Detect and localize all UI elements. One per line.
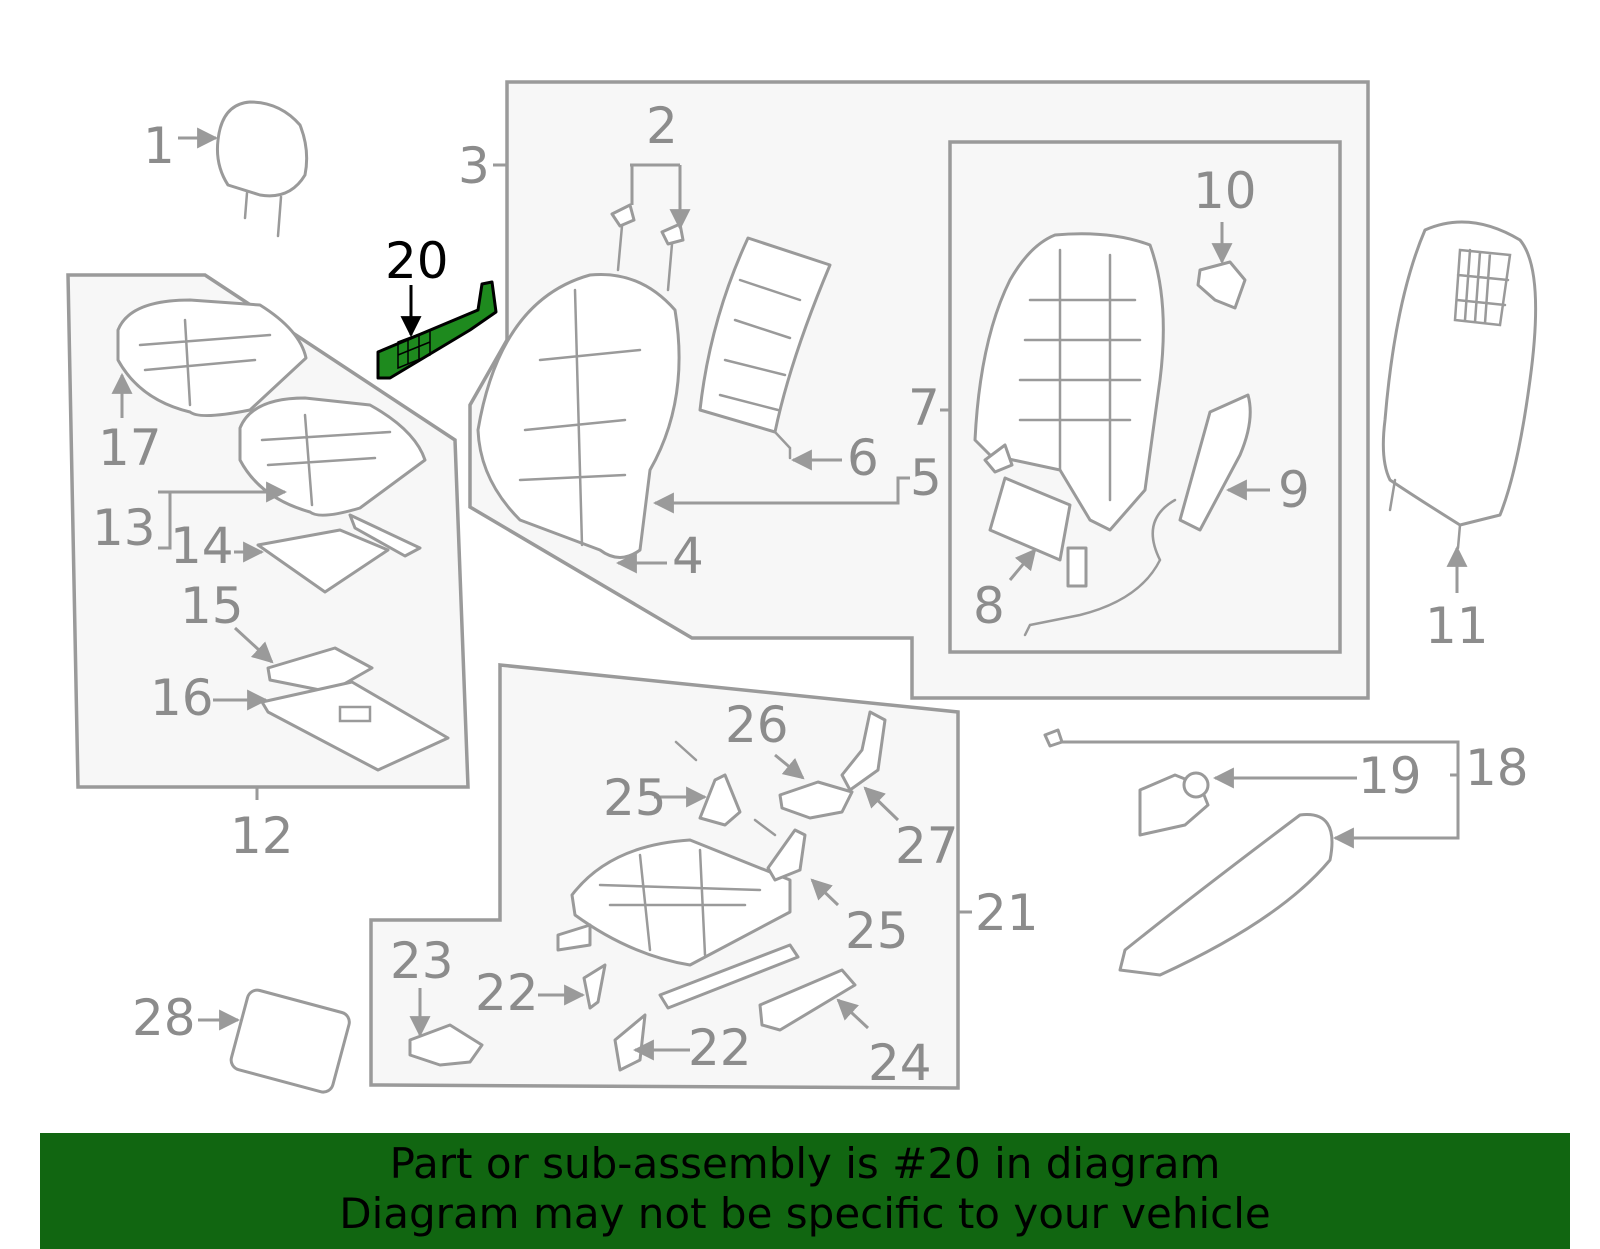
callout-10: 10 [1193, 162, 1257, 220]
callout-19: 19 [1358, 747, 1422, 805]
part-info-banner: Part or sub-assembly is #20 in diagram D… [40, 1133, 1570, 1249]
callout-28: 28 [132, 989, 196, 1047]
bracket-27-part [840, 710, 887, 792]
back-panel-part [1381, 220, 1538, 550]
callout-26: 26 [725, 696, 789, 754]
callout-25b: 25 [845, 902, 909, 960]
callout-5: 5 [910, 449, 942, 507]
callout-21: 21 [975, 884, 1039, 942]
bracket-25b-part [766, 828, 807, 882]
headrest-part [216, 100, 309, 238]
bracket-25a-part [698, 773, 742, 827]
callout-9: 9 [1278, 461, 1310, 519]
leader-18 [1062, 740, 1460, 838]
seatback-cover-part [476, 272, 681, 559]
callout-16: 16 [150, 669, 214, 727]
callout-12: 12 [230, 807, 294, 865]
leader-27 [863, 786, 900, 822]
screw-18-part [1043, 728, 1064, 748]
callout-25a: 25 [603, 769, 667, 827]
callout-24: 24 [868, 1034, 932, 1092]
leader-2 [630, 163, 680, 228]
leader-5 [652, 476, 910, 514]
pad-28-part [229, 988, 351, 1094]
callout-2: 2 [646, 97, 678, 155]
callout-27: 27 [895, 817, 959, 875]
airbag-module-part [988, 476, 1088, 588]
leader-25b [810, 878, 840, 907]
seatback-pad-part [698, 236, 832, 460]
callout-15: 15 [180, 577, 244, 635]
callout-4: 4 [672, 527, 704, 585]
callout-8: 8 [973, 577, 1005, 635]
banner-line-1: Part or sub-assembly is #20 in diagram [389, 1139, 1221, 1188]
side-trim-part [1023, 393, 1252, 637]
bracket-26-part [778, 780, 854, 820]
callout-18: 18 [1465, 739, 1529, 797]
leader-15 [233, 626, 274, 664]
side-shield-18-part [1118, 813, 1334, 977]
callout-23: 23 [390, 932, 454, 990]
switch-19-part [1138, 771, 1210, 837]
callout-11: 11 [1425, 597, 1489, 655]
cushion-cover-part [116, 298, 308, 417]
cushion-frame-part [556, 838, 800, 1010]
callout-1: 1 [143, 117, 175, 175]
cushion-pan-part [260, 646, 450, 772]
callout-7: 7 [908, 379, 940, 437]
callout-3: 3 [458, 137, 490, 195]
callout-17: 17 [98, 419, 162, 477]
leader-8 [1008, 548, 1037, 581]
cover-22a-part [582, 963, 607, 1010]
callout-14: 14 [170, 517, 234, 575]
seatback-frame-part [973, 232, 1165, 532]
cushion-heater-part [256, 513, 422, 594]
highlighted-part-20-grid [397, 328, 431, 370]
callout-6: 6 [847, 429, 879, 487]
callout-20: 20 [385, 232, 449, 290]
callout-22a: 22 [475, 964, 539, 1022]
highlighted-part-20 [376, 280, 498, 380]
callout-13: 13 [92, 499, 156, 557]
leader-13 [158, 492, 285, 550]
callout-22b: 22 [688, 1019, 752, 1077]
banner-line-2: Diagram may not be specific to your vehi… [339, 1189, 1271, 1238]
leader-26 [774, 753, 805, 780]
cover-24-part [758, 968, 857, 1032]
leader-24 [836, 998, 870, 1030]
bolt-part [674, 740, 777, 837]
